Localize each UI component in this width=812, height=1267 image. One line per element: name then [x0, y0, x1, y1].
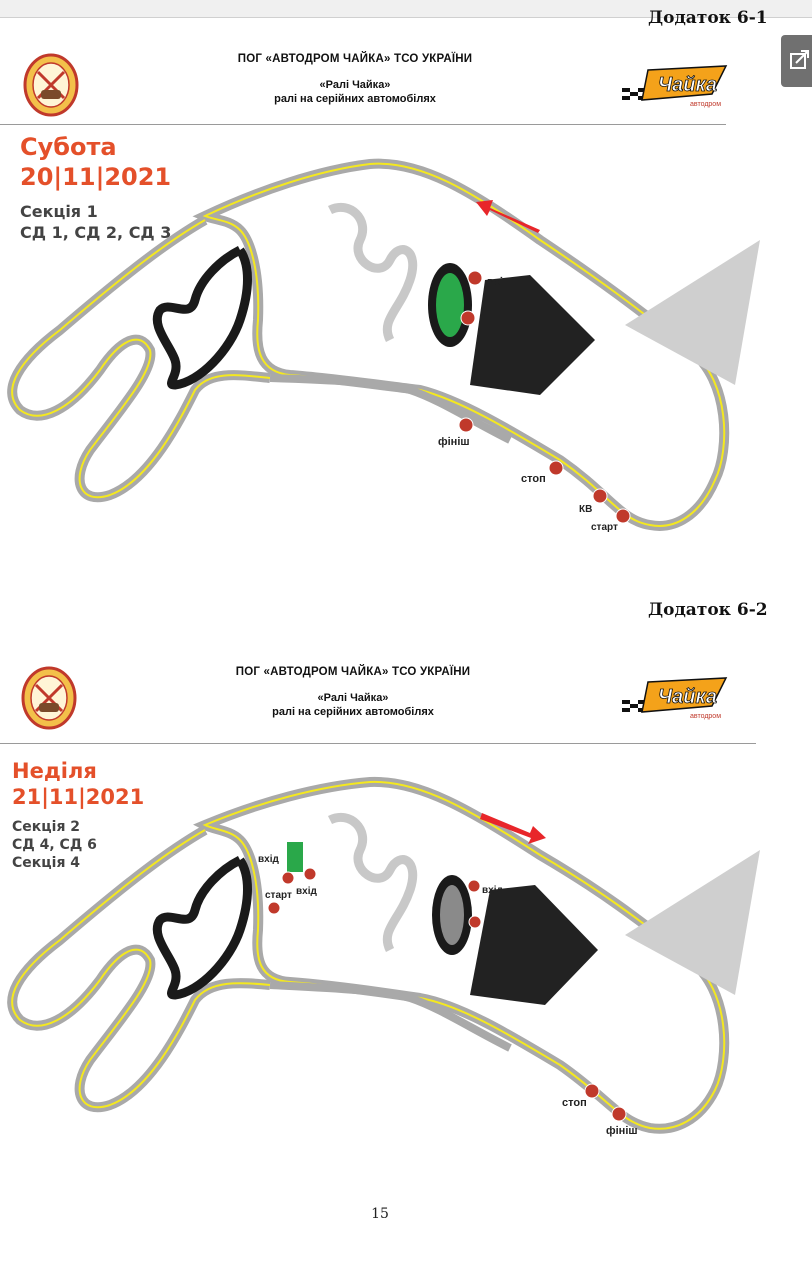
day-label: Субота [20, 133, 117, 161]
organizer-title-2: ПОГ «АВТОДРОМ ЧАЙКА» ТСО УКРАЇНИ [235, 666, 471, 678]
date-label: 20|11|2021 [20, 163, 172, 191]
event-subtitle-2: ралі на серійних автомобілях [272, 706, 434, 718]
header-2: ПОГ «АВТОДРОМ ЧАЙКА» ТСО УКРАЇНИ «Ралі Ч… [123, 666, 583, 718]
inner-circuit [327, 202, 418, 343]
header-divider-1 [0, 124, 726, 125]
external-link-icon [790, 50, 809, 69]
federation-emblem-2 [21, 666, 77, 730]
karting-track-2 [152, 855, 252, 1000]
logo-sub: автодром [690, 101, 721, 108]
day-name-1: Субота 20|11|2021 [20, 132, 171, 192]
organizer-title: ПОГ «АВТОДРОМ ЧАЙКА» ТСО УКРАЇНИ [237, 53, 473, 65]
page-number: 15 [371, 1206, 389, 1222]
appendix-label-1: Додаток 6-1 [648, 8, 768, 28]
logo-text-2: Чайка [658, 686, 717, 708]
open-external-button[interactable] [781, 35, 812, 87]
event-name-2: «Ралі Чайка» [317, 692, 389, 704]
main-circuit [192, 158, 730, 531]
event-subtitle: ралі на серійних автомобілях [274, 93, 436, 105]
stages-label-2: СД 4, СД 6 [12, 837, 97, 854]
exit-label: вхід [482, 885, 503, 896]
appendix-label-2: Додаток 6-2 [648, 600, 768, 620]
logo-sub-2: автодром [690, 713, 721, 720]
entry-label-2: вхід [258, 854, 279, 865]
paddock-area [470, 275, 595, 395]
date-label-2: 21|11|2021 [12, 785, 145, 810]
viewer-top-bar [0, 0, 812, 18]
finish-label: фініш [438, 436, 470, 448]
logo-text: Чайка [658, 74, 717, 96]
inner-road [269, 374, 512, 444]
entry-label-3: вхід [296, 886, 317, 897]
section-info-2: Секція 2 СД 4, СД 6 Секція 4 [12, 818, 97, 873]
main-circuit-2 [192, 776, 730, 1134]
section-info-1: Секція 1 СД 1, СД 2, СД 3 [20, 202, 171, 244]
left-hairpins [7, 215, 271, 503]
federation-emblem [23, 53, 79, 117]
stop-label: стоп [521, 473, 546, 485]
chaika-logo: Чайка автодром [622, 65, 728, 108]
stop-label-2: стоп [562, 1097, 587, 1109]
inner-circuit-2 [327, 812, 418, 953]
header-divider-2 [0, 743, 756, 744]
direction-arrow-2 [480, 813, 546, 844]
direction-arrow [476, 200, 540, 233]
finish-label-2: фініш [606, 1125, 638, 1137]
day-label-2: Неділя [12, 759, 97, 783]
left-hairpins-2 [7, 825, 271, 1113]
section-label: Секція 1 [20, 202, 98, 221]
entry-label: вхід [487, 276, 510, 288]
inner-road-2 [269, 981, 512, 1052]
paddock-area-2 [470, 885, 598, 1005]
start-label: старт [591, 522, 618, 533]
section4-label: Секція 4 [12, 855, 81, 872]
event-name: «Ралі Чайка» [319, 79, 391, 91]
kv-label: КВ [579, 504, 592, 515]
circuit-map-1: вхід фініш стоп КВ старт [7, 158, 760, 533]
start-label-2: старт [265, 890, 292, 901]
stages-label: СД 1, СД 2, СД 3 [20, 222, 172, 242]
section-label-2: Секція 2 [12, 819, 81, 835]
green-building [287, 842, 303, 872]
parking-triangle-2 [625, 850, 760, 995]
karting-track [152, 245, 252, 390]
circuit-map-2: вхід старт вхід вхід стоп фініш [7, 776, 760, 1137]
day-name-2: Неділя 21|11|2021 [12, 758, 144, 811]
parking-triangle [625, 240, 760, 385]
chaika-logo-2: Чайка автодром [622, 677, 728, 720]
header-1: ПОГ «АВТОДРОМ ЧАЙКА» ТСО УКРАЇНИ «Ралі Ч… [125, 53, 585, 105]
